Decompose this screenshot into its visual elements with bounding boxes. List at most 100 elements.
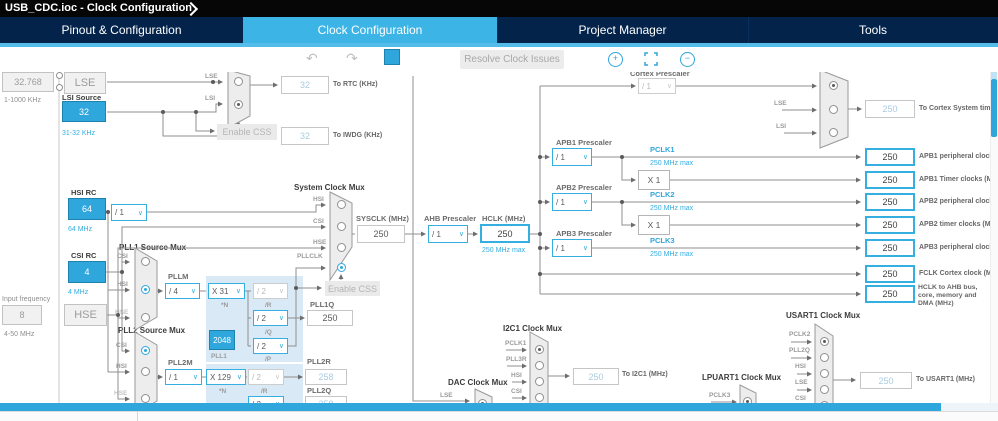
- pclk2-label: PCLK2: [650, 190, 675, 199]
- apb1-timer-value[interactable]: 250: [865, 171, 915, 189]
- vertical-scrollbar-thumb[interactable]: [991, 79, 997, 137]
- i2c1-hsi-radio[interactable]: [535, 377, 544, 386]
- apb1-prescaler-dropdown[interactable]: / 1∨: [552, 148, 592, 166]
- resolve-clock-issues-button[interactable]: Resolve Clock Issues: [460, 50, 564, 69]
- undo-icon[interactable]: ↶: [306, 50, 318, 66]
- sysmux-hse-radio[interactable]: [337, 243, 346, 252]
- sysclk-value-box[interactable]: 250: [357, 225, 405, 243]
- refresh-icon[interactable]: ⟳: [384, 47, 401, 66]
- apb2-prescaler-dropdown[interactable]: / 1∨: [552, 193, 592, 211]
- tab-project-manager[interactable]: Project Manager: [497, 17, 749, 43]
- apb2-peripheral-value[interactable]: 250: [865, 193, 915, 211]
- vertical-scrollbar-track[interactable]: [990, 47, 998, 403]
- zoom-in-icon[interactable]: +: [608, 52, 623, 67]
- csi-rc-label: CSI RC: [71, 251, 97, 260]
- fit-to-screen-icon[interactable]: [644, 52, 658, 66]
- pclk3-max-label: 250 MHz max: [650, 251, 694, 258]
- apb3-prescaler-label: APB3 Prescaler: [556, 229, 612, 238]
- pll1-n-dropdown[interactable]: X 31∨: [208, 283, 245, 299]
- usart1-hsi-label: HSI: [795, 363, 806, 370]
- pclk2-max-label: 250 MHz max: [650, 205, 694, 212]
- chevron-down-icon: ∨: [236, 374, 242, 381]
- to-i2c1-label: To I2C1 (MHz): [622, 371, 668, 378]
- rtc-mux-lsi-label: LSI: [205, 95, 216, 102]
- pll1-mux-csi-radio[interactable]: [141, 257, 150, 266]
- usart1-lse-radio[interactable]: [820, 385, 829, 394]
- pll2-mux-hse-label: HSE: [114, 390, 128, 397]
- horizontal-scrollbar-thumb[interactable]: [0, 403, 941, 411]
- pll1q-value-box[interactable]: 250: [307, 310, 353, 326]
- redo-icon[interactable]: ↷: [346, 50, 358, 66]
- usart1-hsi-radio[interactable]: [820, 369, 829, 378]
- pll2-r-dropdown: / 2∨: [248, 369, 284, 385]
- tab-clock-configuration[interactable]: Clock Configuration: [243, 17, 498, 43]
- pll2m-dropdown[interactable]: / 1∨: [165, 369, 202, 385]
- pll1-q-dropdown[interactable]: / 2∨: [253, 310, 288, 326]
- cortex-mux-hclk-radio[interactable]: [829, 81, 838, 90]
- hclk-label: HCLK (MHz): [482, 214, 526, 223]
- apb1-peripheral-value[interactable]: 250: [865, 148, 915, 166]
- sysmux-hsi-radio[interactable]: [337, 200, 346, 209]
- usart1-pll2q-radio[interactable]: [820, 353, 829, 362]
- hse-input-frequency-field[interactable]: 8: [2, 305, 42, 325]
- pll2-n-dropdown[interactable]: X 129∨: [206, 369, 246, 385]
- pll1q-label: PLL1Q: [310, 300, 335, 309]
- iwdg-clock-value: 32: [281, 127, 329, 145]
- i2c1-clock-value: 250: [573, 368, 619, 385]
- rtc-mux-lse-radio[interactable]: [234, 77, 243, 86]
- pll2-mux-hsi-radio[interactable]: [141, 367, 150, 376]
- cortex-mux-lsi-radio[interactable]: [829, 128, 838, 137]
- pll2-mux-hse-radio[interactable]: [141, 394, 150, 403]
- i2c1-hsi-label: HSI: [511, 372, 522, 379]
- apb1-timer-label: APB1 Timer clocks (MHz): [919, 176, 998, 183]
- pll1-mux-hse-radio[interactable]: [141, 313, 150, 322]
- tab-pinout-configuration[interactable]: Pinout & Configuration: [0, 17, 244, 43]
- apb3-peripheral-value[interactable]: 250: [865, 239, 915, 257]
- pllm-dropdown[interactable]: / 4∨: [165, 283, 200, 299]
- hsi-rc-label: HSI RC: [71, 188, 97, 197]
- apb1-peripheral-label: APB1 peripheral clocks (MHz): [919, 153, 998, 160]
- pll1-r-dropdown: / 2∨: [253, 283, 288, 299]
- cortex-mux-lse-radio[interactable]: [829, 105, 838, 114]
- i2c1-pclk1-radio[interactable]: [535, 345, 544, 354]
- rtc-mux-lsi-radio[interactable]: [234, 100, 243, 109]
- pll2-mux-csi-radio[interactable]: [141, 346, 150, 355]
- apb3-prescaler-dropdown[interactable]: / 1∨: [552, 239, 592, 257]
- pll1-r-sub-label: /R: [265, 302, 272, 309]
- cortex-prescaler-dropdown: / 1∨: [638, 78, 676, 94]
- i2c1-pll3r-label: PLL3R: [506, 356, 527, 363]
- enable-css-sys-button[interactable]: Enable CSS: [325, 281, 380, 296]
- enable-css-rtc-button[interactable]: Enable CSS: [217, 124, 277, 140]
- hclk-ahb-value[interactable]: 250: [865, 285, 915, 303]
- lse-frequency-input[interactable]: 32.768: [2, 72, 54, 92]
- status-bar: [0, 411, 998, 421]
- cortex-mux-lsi-label: LSI: [776, 123, 787, 130]
- i2c1-pll3r-radio[interactable]: [535, 361, 544, 370]
- pll1-p-dropdown[interactable]: / 2∨: [253, 338, 288, 354]
- tab-tools[interactable]: Tools: [748, 17, 998, 43]
- lsi-range-label: 31-32 KHz: [62, 130, 96, 137]
- chevron-down-icon: ∨: [278, 315, 284, 322]
- cortex-mux-lse-label: LSE: [774, 100, 787, 107]
- pll1-fracn-box[interactable]: 2048: [209, 330, 235, 350]
- sysmux-pllclk-radio[interactable]: [337, 263, 346, 272]
- hclk-max-label: 250 MHz max: [482, 247, 526, 254]
- fclk-value[interactable]: 250: [865, 265, 915, 283]
- i2c1-csi-radio[interactable]: [535, 393, 544, 402]
- pll2r-value-box: 258: [305, 369, 347, 385]
- pll1-mux-hsi-radio[interactable]: [141, 285, 150, 294]
- hsi-divider-dropdown[interactable]: / 1∨: [111, 204, 147, 221]
- hclk-value-box[interactable]: 250: [480, 224, 530, 243]
- usart1-pll2q-label: PLL2Q: [789, 347, 810, 354]
- pll2-n-sub-label: *N: [219, 388, 227, 395]
- chevron-down-icon: ∨: [278, 288, 284, 295]
- ahb-prescaler-dropdown[interactable]: / 1∨: [428, 225, 468, 243]
- apb2-timer-value[interactable]: 250: [865, 216, 915, 234]
- zoom-out-icon[interactable]: −: [680, 52, 695, 67]
- chevron-down-icon: ∨: [582, 154, 588, 161]
- chevron-down-icon: ∨: [192, 374, 198, 381]
- pll1-p-sub-label: /P: [265, 356, 272, 363]
- ahb-prescaler-label: AHB Prescaler: [424, 214, 477, 223]
- sysmux-csi-radio[interactable]: [337, 222, 346, 231]
- usart1-pclk2-radio[interactable]: [820, 337, 829, 346]
